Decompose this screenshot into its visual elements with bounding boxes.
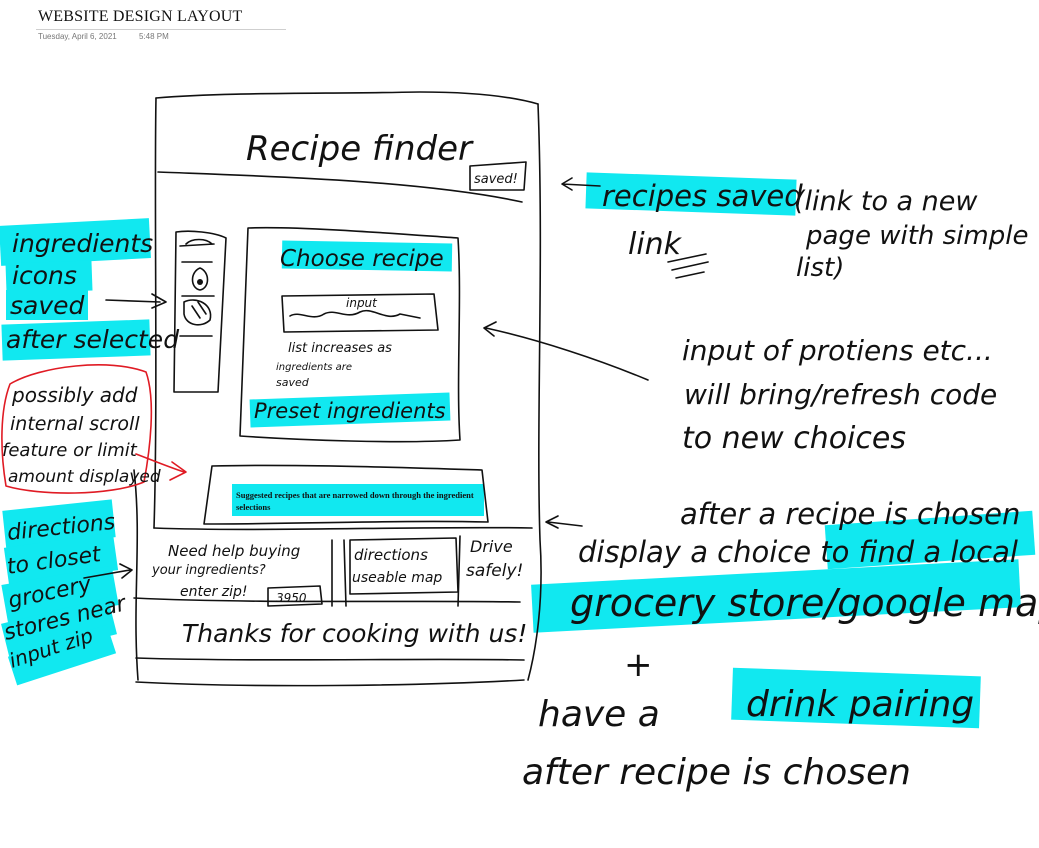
note-drink-pairing: have a drink pairing after recipe is cho… <box>522 684 974 793</box>
footer-directions-line-2: useable map <box>352 570 442 586</box>
page-title: WEBSITE DESIGN LAYOUT <box>38 8 243 25</box>
footer-zip-value: 3950 <box>276 591 307 605</box>
footer-zip-input[interactable]: 3950 <box>267 585 323 607</box>
note-ingredients-icons: ingredients icons saved after selected <box>6 229 179 354</box>
arrow-to-sidebar <box>105 293 167 309</box>
svg-text:list): list) <box>796 253 844 283</box>
footer-drive-line-2: safely! <box>466 561 523 581</box>
saved-button-label: saved! <box>474 172 518 187</box>
svg-text:icons: icons <box>12 261 77 290</box>
recipe-panel <box>239 226 461 443</box>
arrow-to-footer <box>83 563 133 579</box>
ingredient-icon-sidebar <box>173 230 227 393</box>
vegetable-icon <box>183 299 212 326</box>
list-note-line-3: saved <box>276 376 310 389</box>
directions-map-button[interactable]: directions useable map <box>349 537 459 595</box>
note-link-page: (link to a new page with simple list) <box>794 186 1028 283</box>
list-note-line-2: ingredients are <box>276 362 352 373</box>
thanks-message: Thanks for cooking with us! <box>182 619 527 648</box>
avocado-icon <box>191 267 209 291</box>
site-title: Recipe finder <box>246 129 474 169</box>
title-divider <box>36 29 286 30</box>
suggested-recipes-box <box>203 464 489 525</box>
arrow-to-saved <box>561 177 601 191</box>
arrow-to-input <box>483 321 649 381</box>
footer-dividers <box>331 535 461 607</box>
svg-text:after recipe is chosen: after recipe is chosen <box>522 752 911 793</box>
choose-recipe-heading: Choose recipe <box>280 246 444 272</box>
svg-text:to new choices: to new choices <box>682 421 906 456</box>
svg-text:(link to a new: (link to a new <box>794 186 978 217</box>
note-recipes-saved: recipes saved link <box>602 179 803 279</box>
bread-icon <box>185 238 213 245</box>
footer-directions-line-1: directions <box>354 546 428 564</box>
saved-button[interactable]: saved! <box>469 161 527 191</box>
arrow-to-suggested <box>135 453 187 481</box>
note-scroll-feature: possibly add internal scroll feature or … <box>1 364 161 494</box>
svg-text:display a choice to find a loc: display a choice to find a local <box>578 535 1018 569</box>
note-input-proteins: input of protiens etc... will bring/refr… <box>682 334 997 456</box>
svg-text:recipes saved: recipes saved <box>602 179 803 213</box>
svg-text:grocery store/google map: grocery store/google map <box>570 581 1039 625</box>
page-time: 5:48 PM <box>139 32 169 41</box>
suggested-recipes-text: Suggested recipes that are narrowed down… <box>236 490 474 512</box>
preset-ingredients-heading: Preset ingredients <box>254 399 446 423</box>
svg-text:possibly add: possibly add <box>11 383 138 407</box>
plus-sign: + <box>624 645 653 685</box>
svg-text:input of protiens etc...: input of protiens etc... <box>682 334 993 367</box>
svg-text:ingredients: ingredients <box>12 229 153 258</box>
svg-text:saved: saved <box>10 291 85 320</box>
arrow-to-suggested-right <box>545 515 583 529</box>
list-note-line-1: list increases as <box>288 341 392 356</box>
svg-text:internal scroll: internal scroll <box>10 413 140 435</box>
wireframe-frame <box>133 91 542 687</box>
footer-drive-line-1: Drive <box>470 537 513 556</box>
svg-text:amount displayed: amount displayed <box>8 467 161 487</box>
svg-text:feature or limit: feature or limit <box>2 440 138 461</box>
svg-text:have a: have a <box>538 694 660 735</box>
svg-text:page with simple: page with simple <box>805 221 1028 251</box>
ingredient-input[interactable]: input <box>281 293 439 333</box>
svg-text:link: link <box>628 227 683 262</box>
input-label: input <box>346 296 378 310</box>
page-date: Tuesday, April 6, 2021 <box>38 32 117 41</box>
note-after-recipe: after a recipe is chosen display a choic… <box>570 497 1039 625</box>
highlight-layer <box>0 172 1036 729</box>
footer-help-line-3: enter zip! <box>180 584 248 600</box>
svg-text:after selected: after selected <box>6 325 179 354</box>
svg-text:drink pairing: drink pairing <box>746 684 974 725</box>
footer-help-line-2: your ingredients? <box>151 563 266 578</box>
svg-text:after a recipe is chosen: after a recipe is chosen <box>680 497 1020 531</box>
svg-text:will bring/refresh code: will bring/refresh code <box>684 378 997 411</box>
footer-help-line-1: Need help buying <box>168 542 300 560</box>
